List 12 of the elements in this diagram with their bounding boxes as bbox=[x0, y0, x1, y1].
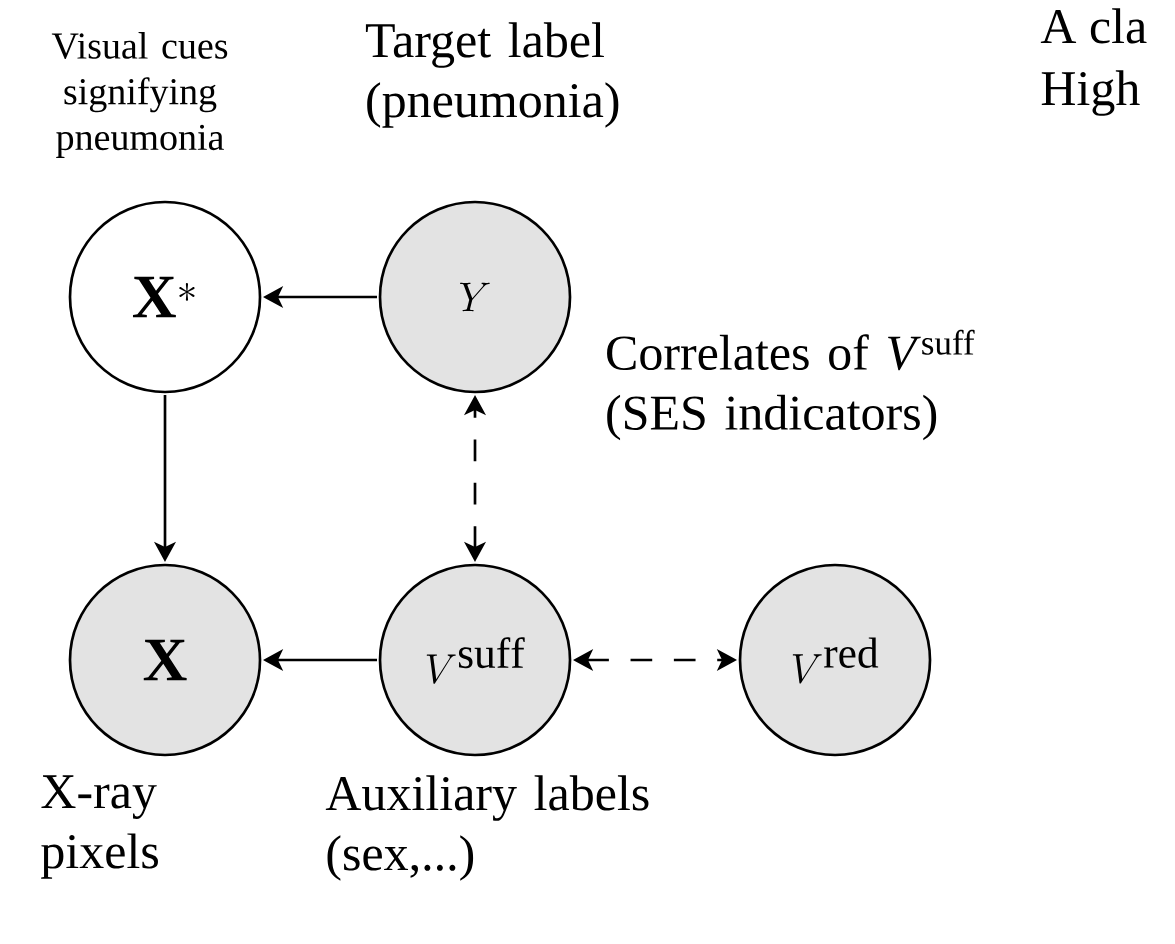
circle-node: $\mathbf{X}^*$ bbox=[68, 200, 262, 394]
circle-node: $Y$ bbox=[378, 200, 572, 394]
text-label: A cla bbox=[1040, 8, 1147, 44]
text-label: Correlates of V$^{suff}$ (SES indicators) bbox=[607, 329, 975, 441]
node-caption: Visual cues signifying pneumonia bbox=[51, 32, 228, 158]
circle-node: $V^{\mathrm{suff}}$ bbox=[378, 563, 572, 757]
text-label: High bbox=[1041, 70, 1140, 116]
circle-node: $V^{\mathrm{red}}$ bbox=[738, 563, 932, 757]
node-caption: Auxiliary labels (sex,...) bbox=[325, 775, 649, 881]
circle-node: $\mathbf{X}$ bbox=[68, 563, 262, 757]
node-caption: X-ray pixels bbox=[41, 775, 158, 879]
node-caption: Target label (pneumonia) bbox=[365, 22, 619, 128]
